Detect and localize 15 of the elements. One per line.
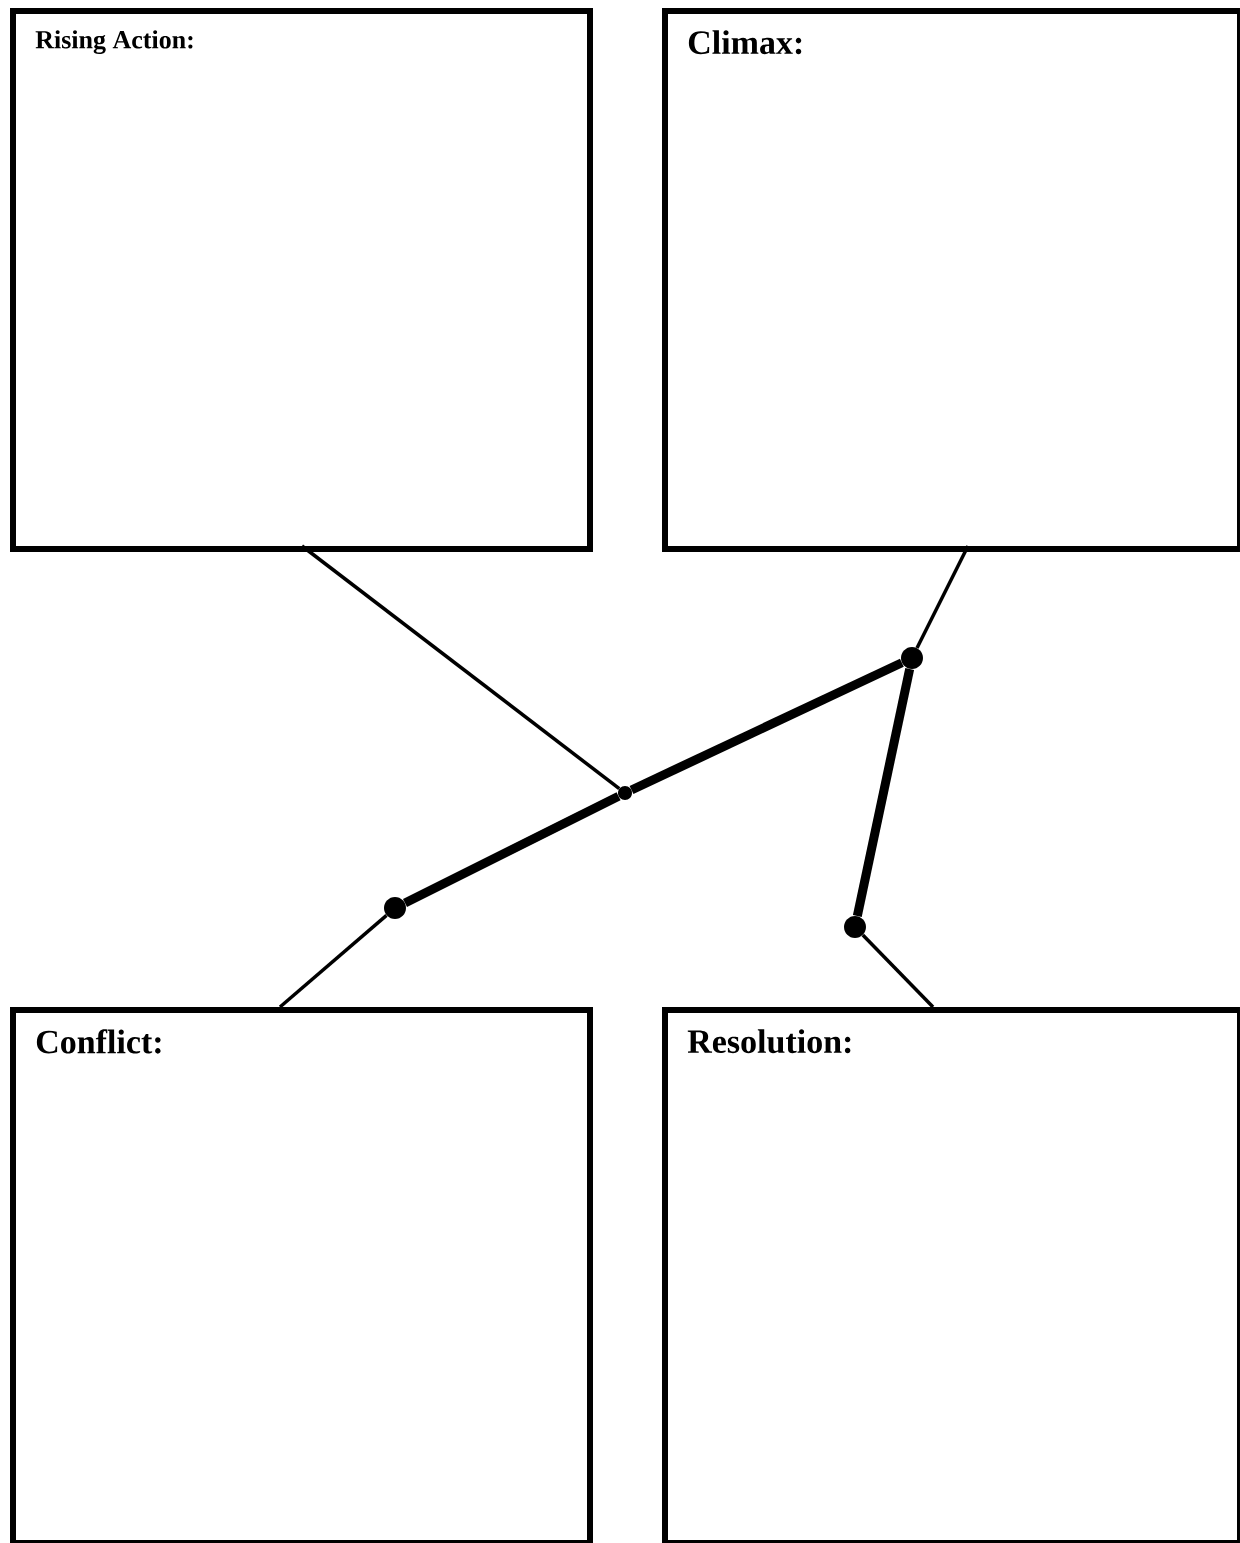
plot-line [403,792,621,908]
story-box: Conflict: [10,1007,593,1543]
story-box: Rising Action: [10,8,593,552]
plot-line [629,658,904,795]
story-box: Resolution: [662,1007,1240,1543]
connector-line [278,914,388,1009]
plot-point [618,786,632,800]
connector-line [915,545,970,649]
connector-line [861,933,935,1009]
story-box: Climax: [662,8,1240,552]
plot-point [384,897,406,919]
plot-point [901,647,923,669]
plot-line [852,668,915,917]
plot-point [844,916,866,938]
connector-line [300,544,621,791]
